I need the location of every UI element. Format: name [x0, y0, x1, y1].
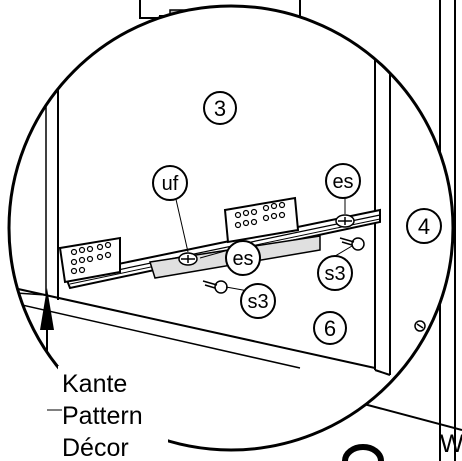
- screw-left: [178, 252, 198, 266]
- es-upper-label: es: [332, 171, 353, 193]
- mounting-plate-right: [223, 196, 300, 244]
- callout-s3-left: s3: [240, 283, 276, 319]
- callout-es-upper: es: [325, 163, 361, 199]
- callout-part-4: 4: [406, 208, 442, 244]
- partial-w-label: W: [440, 430, 462, 458]
- edge-text-line2: Pattern: [62, 402, 143, 430]
- callout-part-3: 3: [203, 91, 237, 125]
- callout-es-lower: es: [225, 240, 261, 276]
- es-lower-label: es: [232, 248, 253, 270]
- s3-left-label: s3: [247, 291, 268, 313]
- callout-s3-right: s3: [317, 255, 353, 291]
- loose-screw-left: [202, 280, 228, 294]
- part-3-label: 3: [214, 96, 226, 121]
- screw-right: [335, 214, 355, 228]
- edge-text-block: Kante Pattern Décor: [47, 366, 168, 461]
- part-6-label: 6: [324, 316, 336, 341]
- callout-uf: uf: [152, 165, 188, 201]
- bottom-partial-elements: W: [342, 430, 462, 461]
- callout-part-6: 6: [313, 311, 347, 345]
- loose-screw-right: [339, 237, 365, 251]
- wall-fitting: [414, 320, 426, 332]
- uf-label: uf: [162, 173, 179, 195]
- magnifier-ring: [7, 4, 455, 452]
- part-4-label: 4: [418, 214, 430, 239]
- s3-right-label: s3: [324, 263, 345, 285]
- edge-text-line1: Kante: [62, 370, 127, 398]
- edge-text-line3: Décor: [62, 434, 129, 461]
- mounting-plate-left: [58, 236, 121, 284]
